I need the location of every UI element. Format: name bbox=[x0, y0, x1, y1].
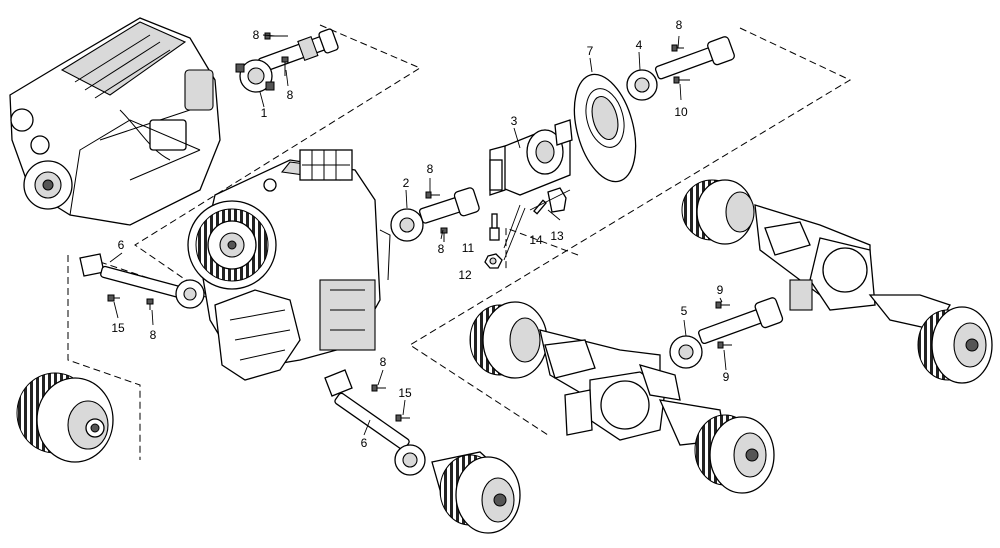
brake-disc-7 bbox=[573, 73, 637, 183]
rear-axle bbox=[681, 179, 993, 384]
drive-shaft-5 bbox=[669, 297, 784, 369]
engine bbox=[9, 17, 221, 226]
small-hardware bbox=[484, 187, 571, 269]
callout-label: 11 bbox=[462, 241, 475, 255]
front-axle bbox=[469, 301, 775, 494]
callout-label: 13 bbox=[550, 229, 564, 243]
callout-label: 8 bbox=[380, 355, 387, 369]
drive-shaft-6-upper bbox=[79, 253, 205, 310]
callout-label: 3 bbox=[511, 114, 518, 128]
callout-label: 2 bbox=[403, 176, 410, 190]
callout-label: 15 bbox=[398, 386, 412, 400]
drive-shaft-4 bbox=[626, 36, 735, 101]
drive-shaft-2 bbox=[390, 187, 480, 242]
callout-label: 5 bbox=[681, 304, 688, 318]
callout-label: 12 bbox=[458, 268, 472, 282]
wheel-hub-left bbox=[16, 372, 114, 463]
callout-label: 15 bbox=[111, 321, 125, 335]
drive-shaft-6-lower bbox=[324, 369, 426, 476]
callout-label: 9 bbox=[717, 283, 724, 297]
callout-label: 10 bbox=[674, 105, 688, 119]
callout-label: 14 bbox=[529, 233, 543, 247]
callouts: 8 8 1 7 4 8 10 3 2 8 8 6 14 13 11 12 15 … bbox=[111, 18, 729, 450]
callout-label: 7 bbox=[587, 44, 594, 58]
callout-label: 9 bbox=[723, 370, 730, 384]
callout-label: 8 bbox=[676, 18, 683, 32]
callout-label: 8 bbox=[287, 88, 294, 102]
callout-label: 8 bbox=[438, 242, 445, 256]
bearing-support-3 bbox=[489, 119, 573, 196]
callout-label: 6 bbox=[118, 238, 125, 252]
leader-lines bbox=[109, 34, 727, 436]
callout-label: 8 bbox=[253, 28, 260, 42]
callout-label: 8 bbox=[150, 328, 157, 342]
drive-shaft-1 bbox=[235, 28, 339, 93]
wheel-hub-bottom bbox=[431, 451, 521, 534]
callout-label: 6 bbox=[361, 436, 368, 450]
callout-label: 4 bbox=[636, 38, 643, 52]
transmission bbox=[187, 149, 391, 381]
callout-label: 8 bbox=[427, 162, 434, 176]
callout-label: 1 bbox=[261, 106, 268, 120]
